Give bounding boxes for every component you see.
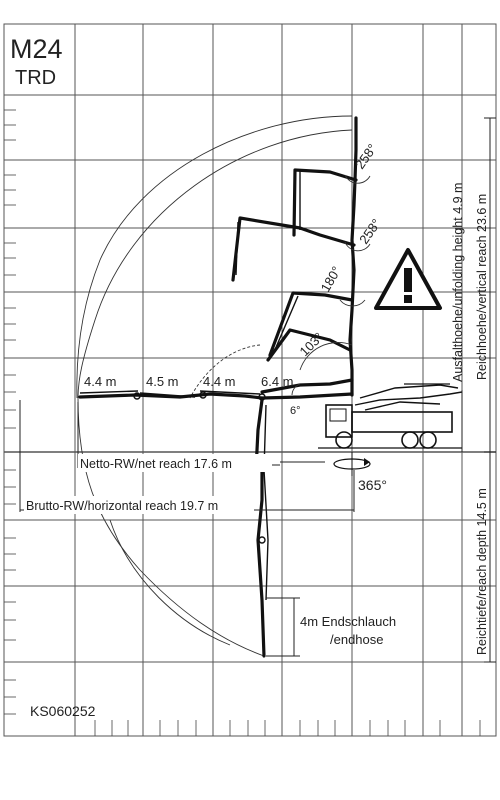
boom-horizontal (78, 390, 354, 401)
drawing-frame (3, 23, 497, 737)
section-length-3: 4.4 m (203, 374, 236, 389)
angle-label-2: 258° (356, 216, 384, 247)
model-variant: TRD (15, 67, 56, 89)
section-length-2: 4.5 m (146, 374, 179, 389)
angle-label-5: 6° (290, 405, 301, 417)
section-length-4: 6.4 m (261, 374, 294, 389)
left-ruler-ticks (4, 109, 16, 715)
angle-arcs (291, 174, 371, 396)
section-length-1: 4.4 m (84, 374, 117, 389)
rotation-angle: 365° (358, 477, 387, 493)
bottom-ruler-ticks (94, 720, 481, 736)
endhose-dimension (266, 597, 300, 657)
boom-downward (254, 398, 269, 658)
net-reach-label: Netto-RW/net reach 17.6 m (80, 457, 232, 471)
reach-depth-label: Reichtiefe/reach depth 14.5 m (475, 488, 489, 655)
boom-upright (231, 116, 358, 397)
horizontal-reach-label: Brutto-RW/horizontal reach 19.7 m (26, 499, 218, 513)
model-name: M24 (10, 34, 63, 64)
endhose-label-line2: /endhose (330, 632, 384, 647)
truck (318, 383, 463, 449)
angle-label-3: 180° (318, 264, 344, 295)
vertical-reach-label: Reichhoehe/vertical reach 23.6 m (475, 194, 489, 380)
rotation-arrow-icon (333, 452, 371, 476)
warning-triangle-icon (374, 248, 442, 310)
unfolding-height-label: Ausfalthoehe/unfolding height 4.9 m (451, 183, 465, 382)
reach-depth-dimension (484, 452, 496, 663)
endhose-label-line1: 4m Endschlauch (300, 614, 396, 629)
grid (4, 24, 496, 736)
drawing-id: KS060252 (30, 703, 96, 719)
